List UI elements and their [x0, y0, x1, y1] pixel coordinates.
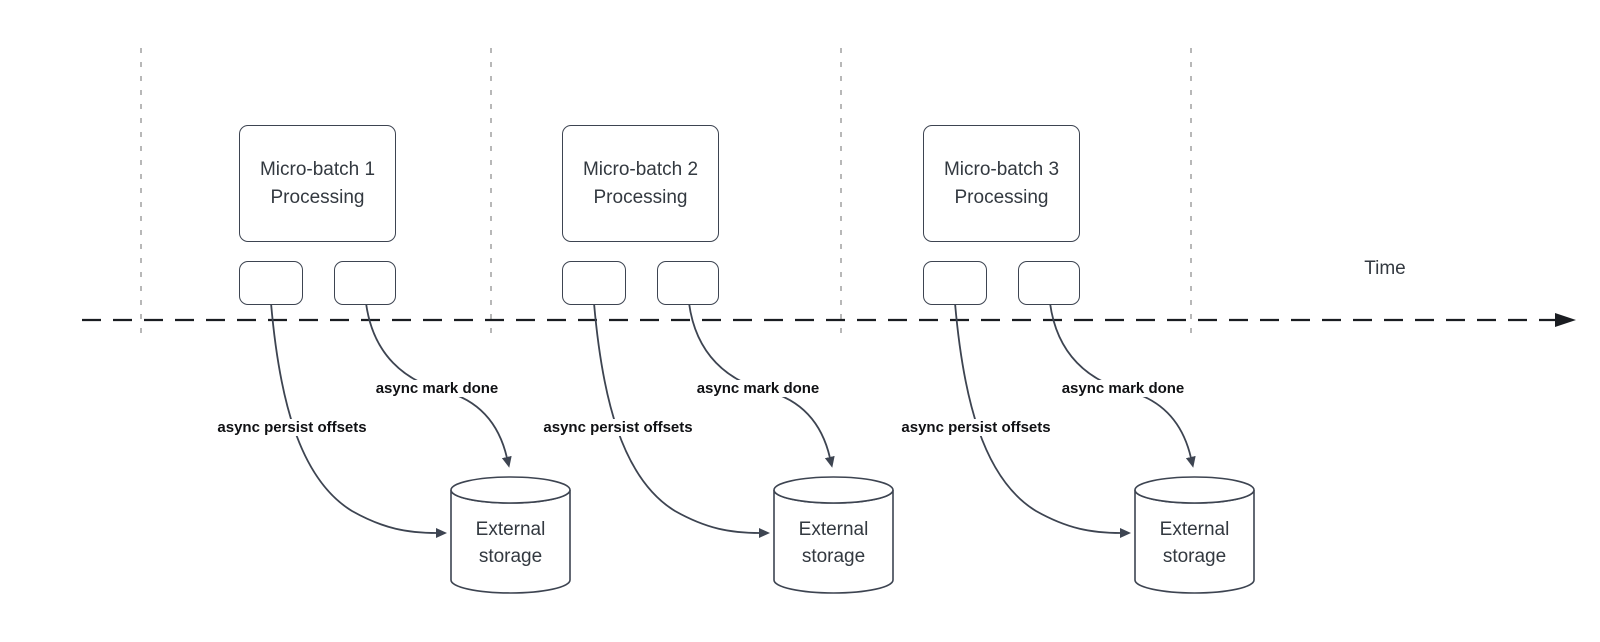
external-storage-label-3-line1: External — [1159, 519, 1230, 540]
external-storage-label-1: External storage — [451, 516, 571, 570]
external-storage-label-3-line2: storage — [1162, 546, 1227, 567]
micro-batch-2-title-line1: Micro-batch 2 — [582, 158, 699, 180]
micro-batch-3-title-line1: Micro-batch 3 — [943, 158, 1060, 180]
micro-batch-1-offset-task-box — [239, 261, 303, 305]
persist-offsets-label-1: async persist offsets — [214, 419, 370, 436]
micro-batch-3-box: Micro-batch 3 Processing — [923, 125, 1080, 242]
persist-offsets-label-2: async persist offsets — [540, 419, 696, 436]
external-storage-label-1-line1: External — [475, 519, 546, 540]
micro-batch-3-done-task-box — [1018, 261, 1080, 305]
external-storage-label-3: External storage — [1135, 516, 1255, 570]
micro-batch-3-offset-task-box — [923, 261, 987, 305]
external-storage-label-2-line1: External — [798, 519, 869, 540]
micro-batch-2-box: Micro-batch 2 Processing — [562, 125, 719, 242]
external-storage-cylinder-2 — [773, 476, 894, 594]
micro-batch-2-done-task-box — [657, 261, 719, 305]
micro-batch-1-title-line1: Micro-batch 1 — [259, 158, 376, 180]
external-storage-label-2-line2: storage — [801, 546, 866, 567]
external-storage-label-2: External storage — [774, 516, 894, 570]
mark-done-label-1: async mark done — [372, 380, 502, 397]
external-storage-cylinder-3 — [1134, 476, 1255, 594]
persist-offsets-label-3: async persist offsets — [898, 419, 1054, 436]
persist-offsets-arrow-2 — [593, 302, 770, 538]
micro-batch-1-title-line2: Processing — [270, 186, 365, 208]
external-storage-cylinder-1 — [450, 476, 571, 594]
micro-batch-1-box: Micro-batch 1 Processing — [239, 125, 396, 242]
micro-batch-3-title-line2: Processing — [954, 186, 1049, 208]
micro-batch-1-done-task-box — [334, 261, 396, 305]
external-storage-label-1-line2: storage — [478, 546, 543, 567]
mark-done-label-2: async mark done — [693, 380, 823, 397]
persist-offsets-arrow-1 — [270, 302, 447, 538]
micro-batch-2-title-line2: Processing — [593, 186, 688, 208]
persist-offsets-arrow-3 — [954, 302, 1131, 538]
time-axis-label: Time — [1364, 258, 1406, 279]
micro-batch-2-offset-task-box — [562, 261, 626, 305]
mark-done-label-3: async mark done — [1058, 380, 1188, 397]
